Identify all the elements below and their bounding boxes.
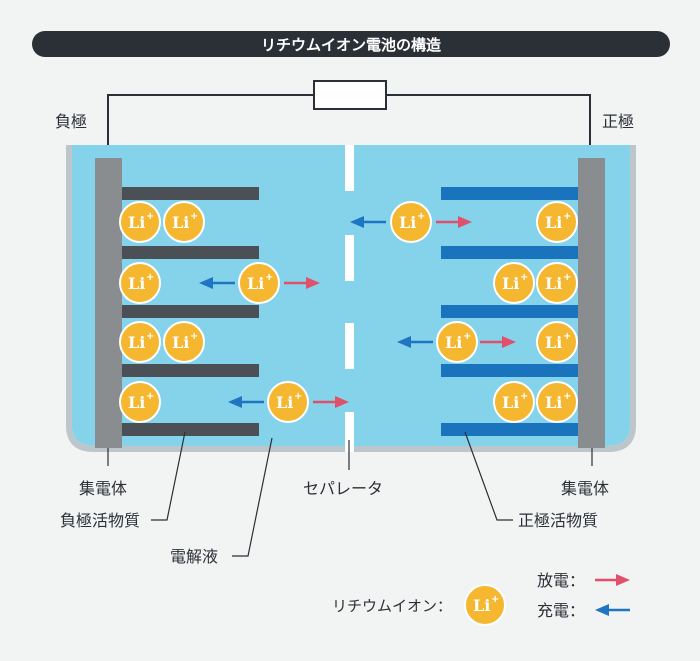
li-ion: Li+ [163,201,205,243]
svg-text:+: + [265,272,273,283]
li-ion: Li+ [119,201,161,243]
svg-text:+: + [563,391,571,402]
legend-charge-label: 充電： [537,601,585,620]
li-ion: Li+ [536,381,578,423]
negative-active-material-plates [116,187,259,436]
charge-arrow [397,336,433,348]
svg-text:+: + [417,211,425,222]
negative-collector [95,158,122,448]
svg-text:+: + [520,391,528,402]
discharge-arrow [436,216,472,228]
svg-text:+: + [563,272,571,283]
svg-text:Li: Li [545,333,562,352]
svg-text:+: + [520,272,528,283]
svg-text:+: + [190,211,198,222]
li-ion: Li+ [493,381,535,423]
discharge-arrow [284,277,320,289]
collector-label-left: 集電体 [79,479,127,498]
svg-text:Li: Li [172,213,189,232]
li-ion: Li+ [536,262,578,304]
charge-arrow [350,216,386,228]
separator-line [345,145,354,452]
collector-label-right: 集電体 [561,479,609,498]
leader-lines [107,431,593,557]
svg-text:+: + [146,331,154,342]
svg-text:Li: Li [128,333,145,352]
li-ion: Li+ [119,321,161,363]
svg-text:+: + [190,331,198,342]
svg-text:+: + [146,391,154,402]
svg-text:Li: Li [128,393,145,412]
discharge-arrow [480,336,516,348]
svg-text:Li: Li [502,274,519,293]
legend-lithium-ion-label: リチウムイオン： [332,597,452,615]
svg-text:+: + [294,391,302,402]
svg-text:Li: Li [276,393,293,412]
svg-text:Li: Li [502,393,519,412]
svg-text:Li: Li [128,274,145,293]
svg-text:Li: Li [545,393,562,412]
positive-electrode-label: 正極 [602,112,634,131]
li-ion: Li+ [119,381,161,423]
svg-text:+: + [491,594,499,605]
positive-active-material-plates [441,187,581,436]
negative-active-material-label: 負極活物質 [60,511,140,530]
negative-electrode-label: 負極 [55,112,87,131]
svg-text:+: + [563,211,571,222]
positive-collector [578,158,605,448]
li-ion: Li+ [436,321,478,363]
legend-charge-arrow [595,604,630,616]
lithium-ions: Li+ Li+ Li+ Li+ Li+ Li+ Li+ Li+ Li+ Li+ … [119,201,578,423]
li-ion: Li+ [536,201,578,243]
load-resistor [313,80,387,110]
svg-text:Li: Li [172,333,189,352]
title-banner: リチウムイオン電池の構造 [32,31,670,57]
li-ion: Li+ [390,201,432,243]
svg-text:Li: Li [445,333,462,352]
svg-text:+: + [146,211,154,222]
svg-text:Li: Li [128,213,145,232]
charge-arrow [199,277,235,289]
li-ion: Li+ [238,262,280,304]
li-ion: Li+ [267,381,309,423]
svg-text:+: + [146,272,154,283]
li-ion: Li+ [119,262,161,304]
page-title: リチウムイオン電池の構造 [260,35,441,54]
positive-active-material-label: 正極活物質 [518,511,598,530]
discharge-arrow [313,396,349,408]
legend-discharge-arrow [595,574,630,586]
legend-li-ion: Li+ [464,584,506,626]
separator-label: セパレータ [303,479,383,498]
svg-text:Li: Li [399,213,416,232]
charge-arrow [228,396,264,408]
svg-text:Li: Li [473,596,490,615]
svg-text:Li: Li [545,213,562,232]
electrolyte-label: 電解液 [170,547,218,566]
svg-text:+: + [463,331,471,342]
svg-text:Li: Li [247,274,264,293]
ion-flow-arrows [199,216,516,408]
li-ion: Li+ [493,262,535,304]
li-ion: Li+ [536,321,578,363]
legend: 放電： 充電： リチウムイオン： Li+ [332,571,630,626]
svg-text:+: + [563,331,571,342]
svg-text:Li: Li [545,274,562,293]
li-ion: Li+ [163,321,205,363]
legend-discharge-label: 放電： [537,571,585,590]
